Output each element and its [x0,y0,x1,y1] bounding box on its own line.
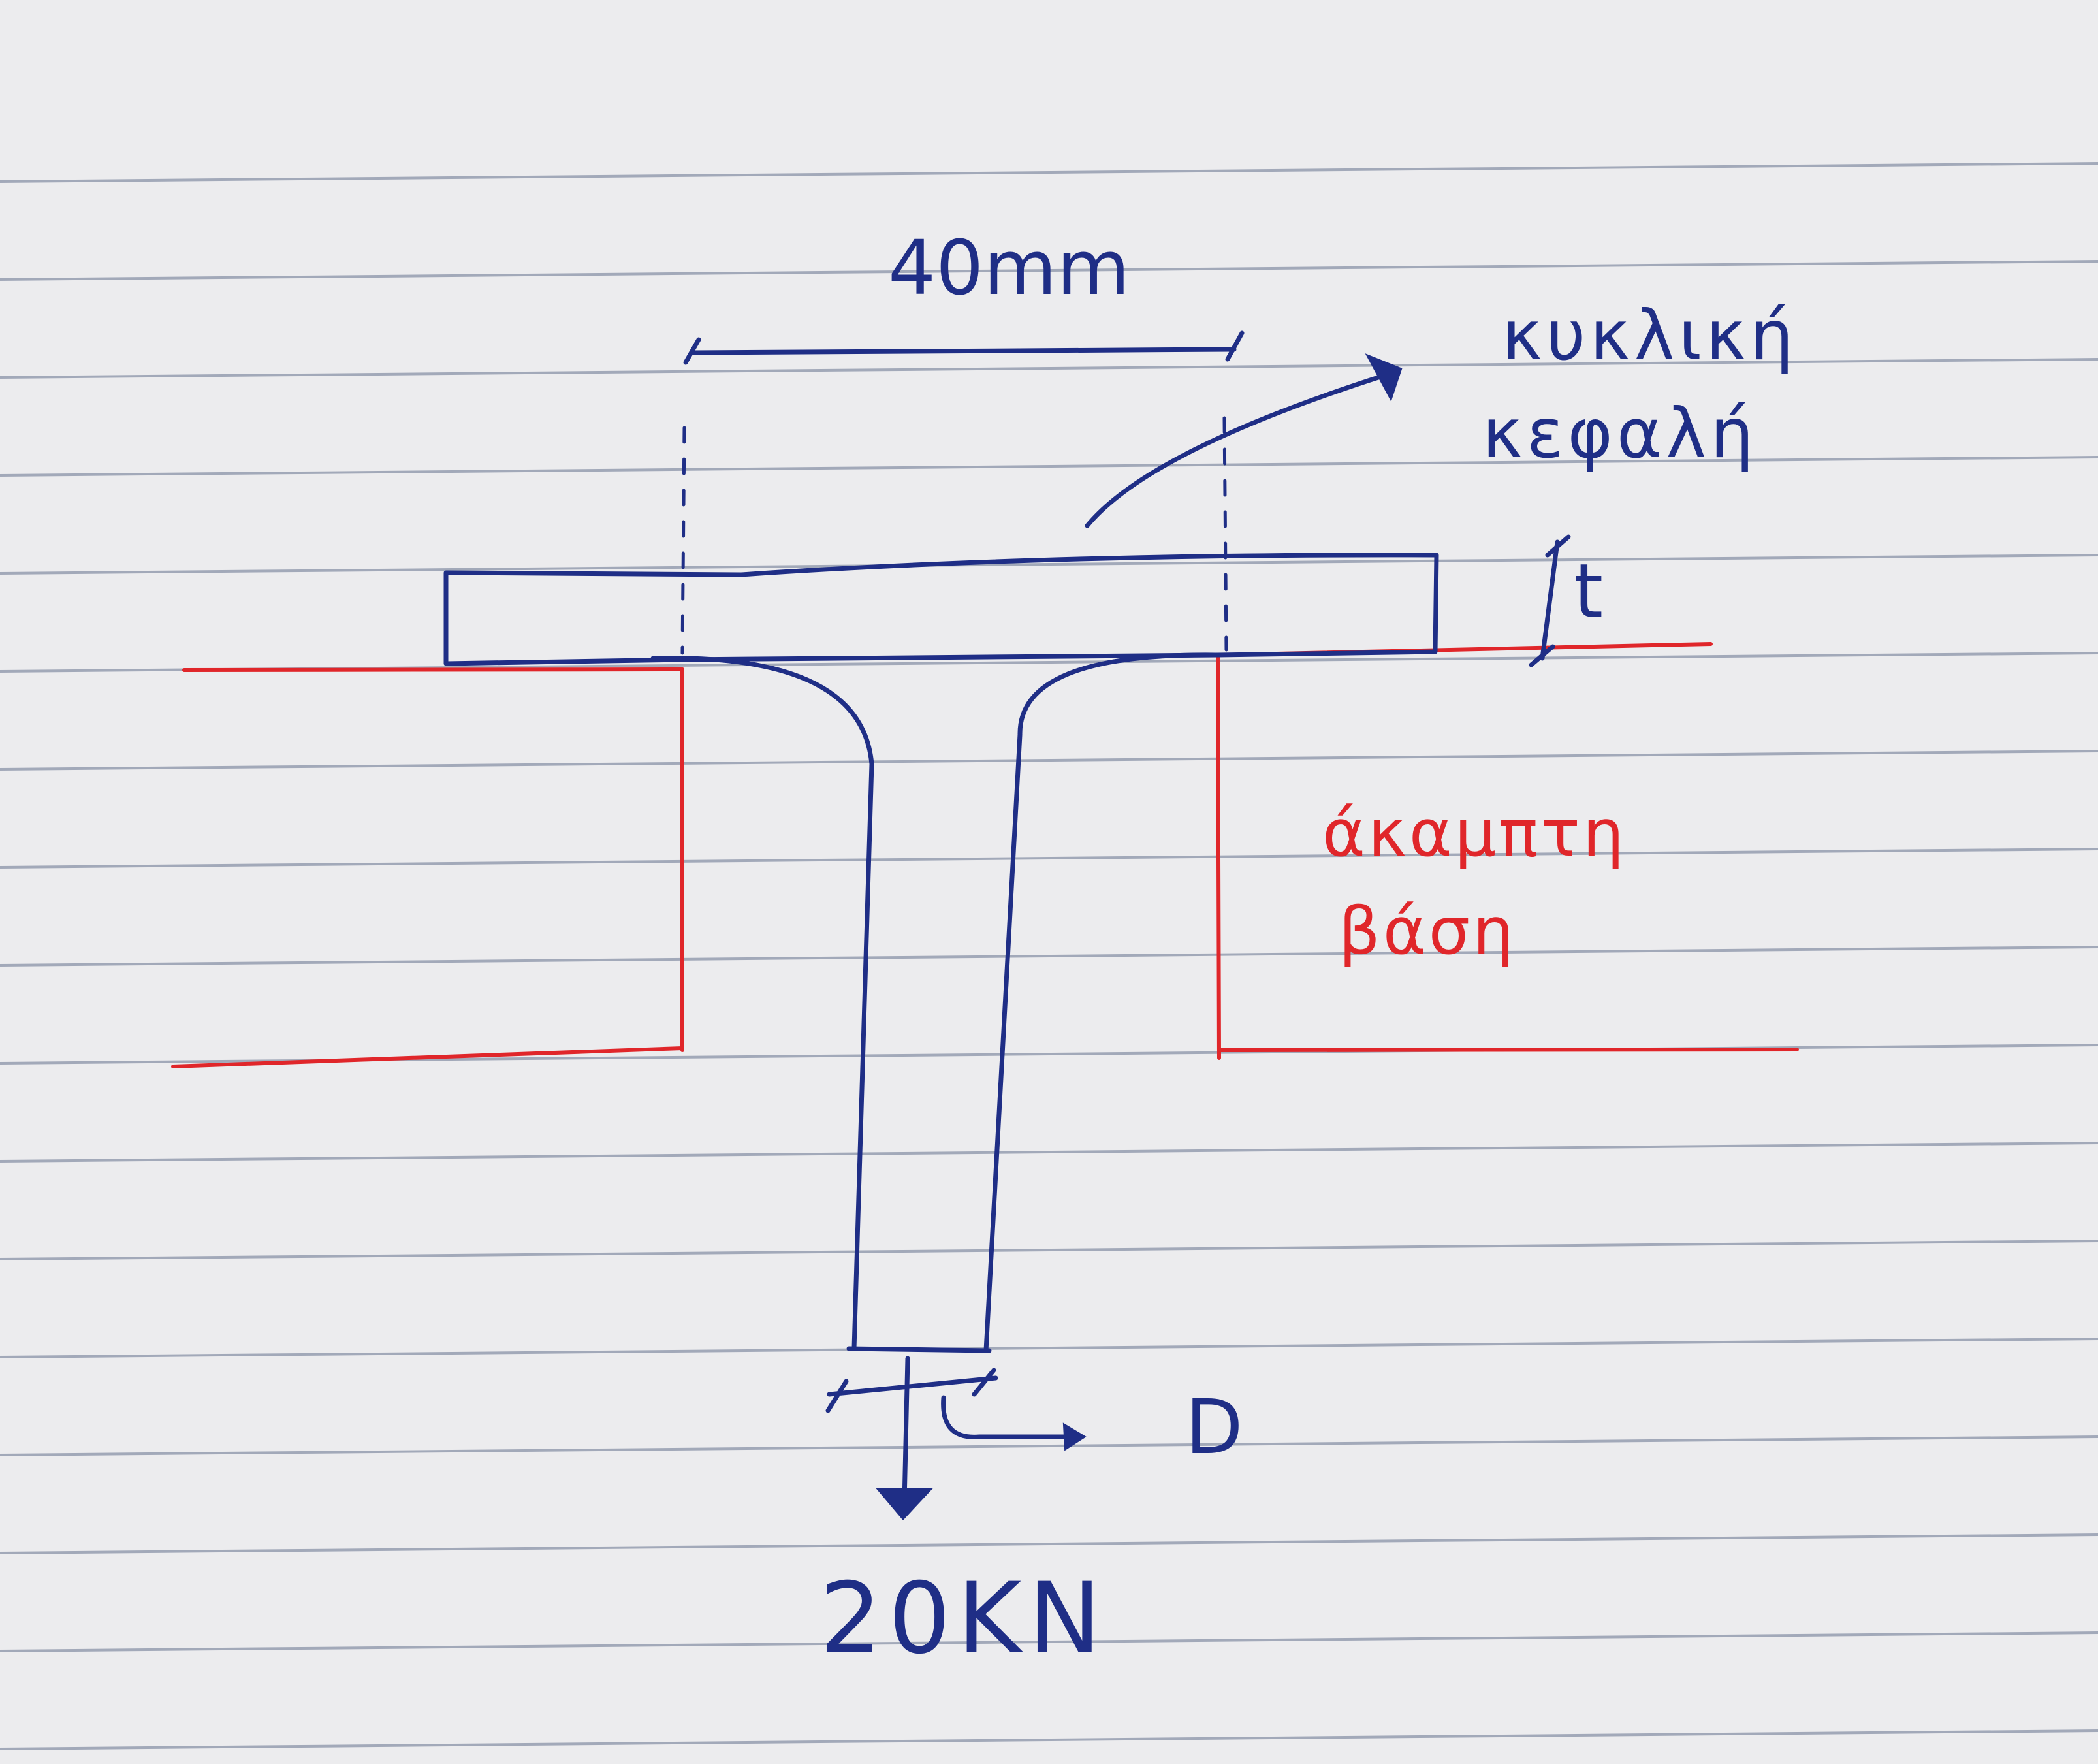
width-dimension-label: 40mm [888,225,1130,312]
bolt-shank-end [846,1346,992,1353]
diameter-label: D [1185,1384,1243,1471]
diameter-arrow-head-icon [1062,1422,1087,1451]
width-dimension-tick-left [683,337,701,365]
load-arrow: 20KN [819,1356,1107,1676]
bolt [443,553,1439,1353]
thickness-tick-bottom [1529,644,1555,667]
bolt-shank-left-edge [650,656,874,1351]
width-extension-left [680,426,686,655]
thickness-label: t [1574,548,1603,635]
diameter-tick-right [972,1368,996,1397]
diameter-dimension: D [825,1368,1243,1471]
arrow-head-icon [1365,353,1403,402]
head-label-arrow: κυκλική κεφαλή [1085,296,1798,528]
width-extension-right [1222,416,1228,652]
bolt-head [443,553,1439,666]
head-type-label-line1: κυκλική [1502,296,1798,376]
bolt-shank-right-edge [983,652,1217,1353]
width-dimension-tick-right [1225,330,1245,362]
thickness-dimension: t [1529,534,1603,667]
diameter-dimension-line [827,1375,998,1397]
diameter-leader [941,1395,1080,1439]
thickness-tick-top [1545,534,1571,558]
support-right-inner-wall [1216,653,1221,1060]
support-left-bottom-edge [171,1046,684,1068]
rigid-support-label-line2: βάση [1339,893,1517,969]
leader-arrow-curve [1085,373,1387,528]
load-arrow-head-icon [875,1488,934,1521]
diameter-tick-left [825,1379,849,1413]
support-left-top-edge [182,667,684,672]
width-dimension: 40mm [680,225,1245,655]
width-dimension-line [690,347,1237,355]
rigid-support-label-line1: άκαμπτη [1322,795,1627,871]
head-type-label-line2: κεφαλή [1482,394,1758,473]
load-arrow-shaft [902,1356,910,1505]
thickness-dimension-line [1540,539,1560,661]
load-label: 20KN [819,1562,1107,1676]
